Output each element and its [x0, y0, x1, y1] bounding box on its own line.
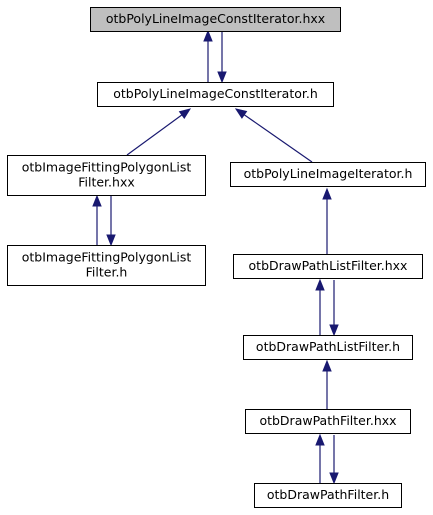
- node-label: otbPolyLineImageConstIterator.h: [113, 86, 318, 101]
- node-box: [245, 409, 411, 434]
- node-label: otbDrawPathFilter.hxx: [259, 413, 396, 428]
- dependency-edge-draw-path-filter-hxx-to-draw-path-filter-h: [329, 435, 339, 485]
- node-label: otbDrawPathListFilter.hxx: [249, 258, 408, 273]
- node-box: [7, 155, 206, 196]
- dependency-edge-polyline-image-iterator-h-to-polyline-image-const-iterator-h: [234, 108, 313, 163]
- file-node-polyline-image-const-iterator-hxx[interactable]: otbPolyLineImageConstIterator.hxx: [90, 7, 341, 32]
- arrow-head-icon: [217, 71, 227, 84]
- arrow-head-icon: [322, 187, 332, 200]
- arrow-head-icon: [315, 278, 325, 291]
- file-node-draw-path-filter-hxx[interactable]: otbDrawPathFilter.hxx: [245, 409, 411, 434]
- arrow-head-icon: [315, 433, 325, 446]
- arrow-head-icon: [234, 108, 248, 119]
- dependency-edge-draw-path-filter-hxx-to-draw-path-list-filter-h: [322, 359, 332, 409]
- dependency-edge-polyline-image-const-iterator-hxx-to-polyline-image-const-iterator-h: [217, 31, 227, 84]
- arrow-head-icon: [329, 324, 339, 337]
- node-box: [7, 245, 206, 286]
- node-box: [254, 483, 402, 508]
- arrow-head-icon: [106, 234, 116, 247]
- node-label: otbImageFittingPolygonList: [22, 250, 192, 265]
- dependency-edge-image-fitting-polygon-list-filter-hxx-to-polyline-image-const-iterator-h: [126, 108, 192, 156]
- node-label: Filter.h: [86, 265, 128, 280]
- nodes-layer: otbPolyLineImageConstIterator.hxx otbPoly…: [7, 7, 426, 508]
- dependency-edge-image-fitting-polygon-list-filter-hxx-to-image-fitting-polygon-list-filter-h: [106, 196, 116, 247]
- file-node-draw-path-list-filter-h[interactable]: otbDrawPathListFilter.h: [243, 335, 413, 360]
- node-label: otbPolyLineImageConstIterator.hxx: [106, 11, 325, 26]
- node-label: Filter.hxx: [78, 175, 135, 190]
- file-node-draw-path-list-filter-hxx[interactable]: otbDrawPathListFilter.hxx: [233, 254, 423, 279]
- node-box: [230, 162, 426, 187]
- dependency-edge-draw-path-filter-h-to-draw-path-filter-hxx: [315, 433, 325, 483]
- node-label: otbDrawPathFilter.h: [267, 487, 389, 502]
- arrow-head-icon: [178, 108, 192, 120]
- node-label: otbImageFittingPolygonList: [22, 160, 192, 175]
- arrow-head-icon: [329, 472, 339, 485]
- dependency-edge-draw-path-list-filter-hxx-to-polyline-image-iterator-h: [322, 187, 332, 254]
- edge-line: [243, 114, 313, 163]
- node-box: [90, 7, 341, 32]
- edges-layer: [92, 29, 339, 485]
- node-box: [97, 82, 334, 107]
- dependency-edge-polyline-image-const-iterator-h-to-polyline-image-const-iterator-hxx: [203, 29, 213, 82]
- file-node-draw-path-filter-h[interactable]: otbDrawPathFilter.h: [254, 483, 402, 508]
- node-label: otbDrawPathListFilter.h: [256, 339, 400, 354]
- arrow-head-icon: [322, 359, 332, 372]
- dependency-edge-draw-path-list-filter-hxx-to-draw-path-list-filter-h: [329, 280, 339, 337]
- node-box: [233, 254, 423, 279]
- dependency-edge-draw-path-list-filter-h-to-draw-path-list-filter-hxx: [315, 278, 325, 335]
- arrow-head-icon: [92, 194, 102, 207]
- file-node-polyline-image-iterator-h[interactable]: otbPolyLineImageIterator.h: [230, 162, 426, 187]
- node-label: otbPolyLineImageIterator.h: [244, 166, 413, 181]
- file-node-polyline-image-const-iterator-h[interactable]: otbPolyLineImageConstIterator.h: [97, 82, 334, 107]
- arrow-head-icon: [203, 29, 213, 42]
- node-box: [243, 335, 413, 360]
- edge-line: [126, 114, 183, 156]
- dependency-edge-image-fitting-polygon-list-filter-h-to-image-fitting-polygon-list-filter-hxx: [92, 194, 102, 245]
